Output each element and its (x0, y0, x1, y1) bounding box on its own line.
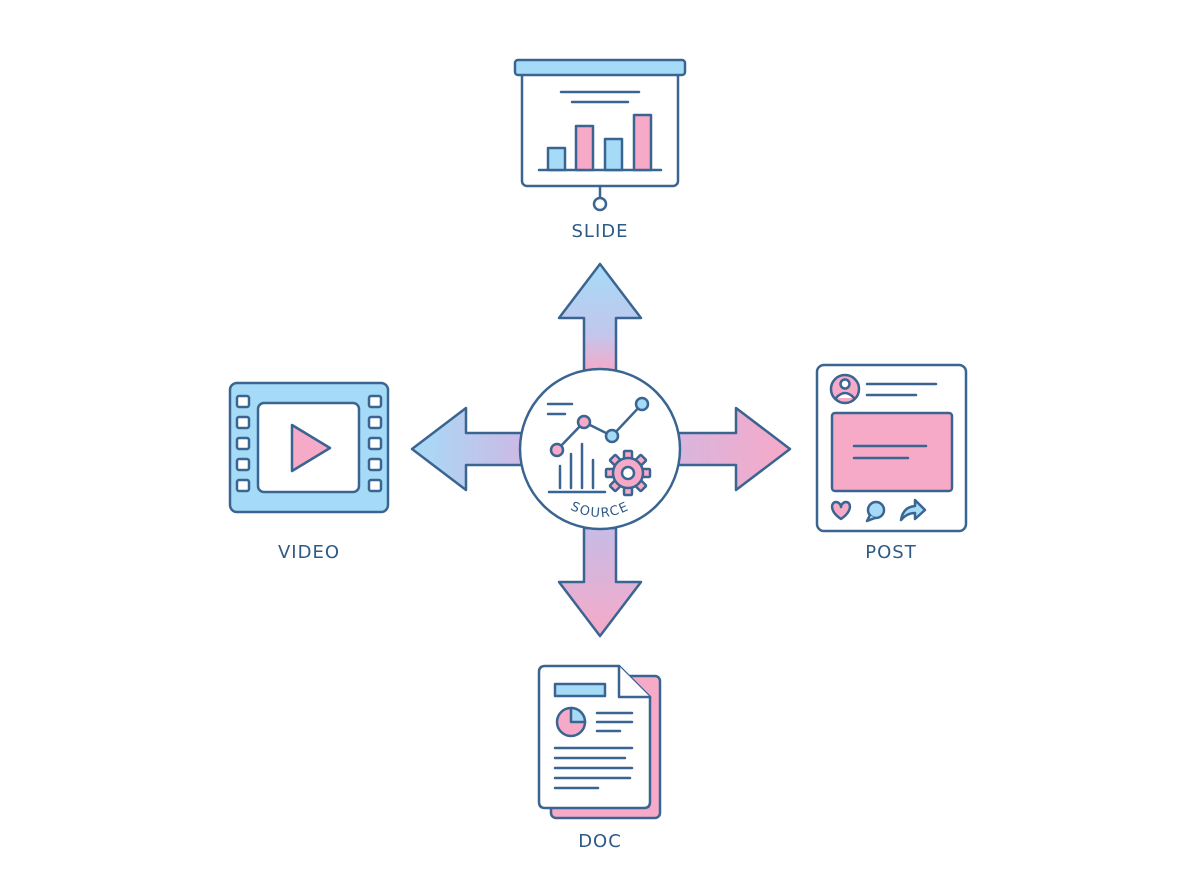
document-stack-icon (537, 664, 662, 820)
share-icon (899, 498, 927, 522)
social-post-icon (815, 363, 968, 533)
film-play-icon (228, 381, 390, 514)
arrow-up-to-slide (557, 262, 643, 374)
arrow-down-to-doc (557, 526, 643, 638)
arrow-left-to-video (410, 406, 526, 492)
slide-label: SLIDE (572, 221, 629, 242)
doc-label: DOC (578, 831, 622, 852)
arrow-right-to-post (674, 406, 792, 492)
slide-node: SLIDE (513, 58, 687, 242)
doc-node: DOC (537, 664, 662, 852)
source-hub: SOURCE (518, 367, 682, 531)
video-node: VIDEO (228, 381, 390, 563)
hub-label: SOURCE (568, 499, 632, 521)
post-node: POST (815, 363, 968, 563)
heart-icon (830, 500, 852, 521)
post-label: POST (865, 542, 916, 563)
presentation-board-icon (513, 58, 687, 212)
video-label: VIDEO (278, 542, 340, 563)
comment-icon (865, 500, 886, 523)
analytics-gear-icon (546, 396, 652, 497)
